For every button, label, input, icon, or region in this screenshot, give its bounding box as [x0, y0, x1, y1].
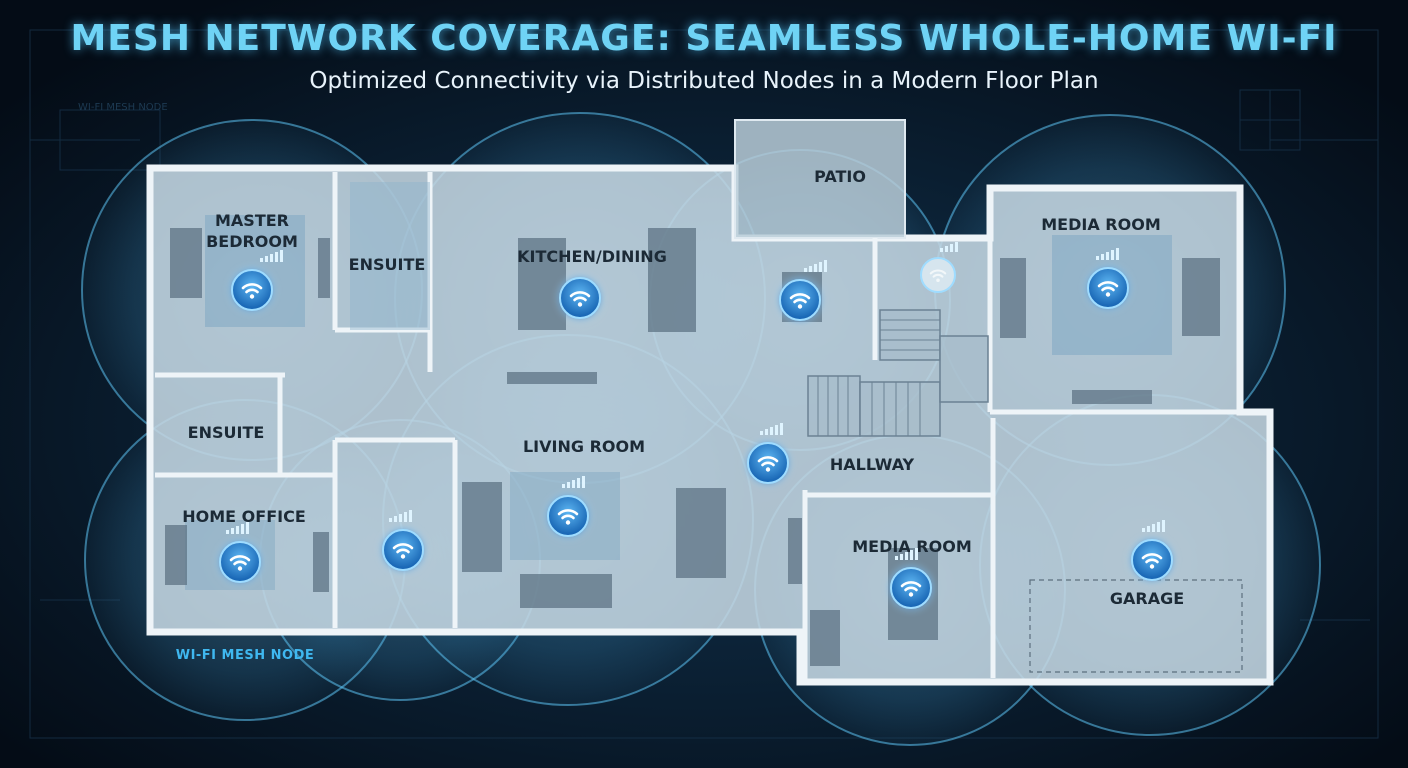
mesh-node	[559, 277, 601, 319]
blueprint-grid	[29, 29, 1379, 739]
patio-slab	[734, 119, 906, 239]
signal-bars-icon	[260, 250, 283, 262]
room-label-patio: PATIO	[814, 167, 866, 186]
legend-node-label: WI-FI MESH NODE	[176, 648, 315, 663]
room-label-garage: GARAGE	[1110, 589, 1184, 608]
signal-bars-icon	[895, 548, 918, 560]
room-label-home-office: HOME OFFICE	[182, 507, 306, 526]
mesh-node	[890, 548, 932, 609]
ensuite-floor	[350, 182, 430, 330]
stair-treads	[817, 319, 940, 436]
signal-bars-icon	[940, 242, 958, 252]
signal-bars-icon	[1096, 248, 1119, 260]
mesh-node	[231, 250, 283, 311]
signal-bars-icon	[760, 423, 783, 435]
signal-bars-icon	[1142, 520, 1165, 532]
mesh-node	[382, 510, 424, 571]
signal-bars-icon	[389, 510, 412, 522]
room-label-living-room: LIVING ROOM	[523, 437, 645, 456]
interior-walls	[155, 172, 1240, 680]
room-label-master: MASTER	[215, 211, 289, 230]
mesh-node	[1131, 520, 1173, 581]
signal-bars-icon	[226, 522, 249, 534]
room-label-media-room-top: MEDIA ROOM	[1041, 215, 1160, 234]
room-label-ensuite-top: ENSUITE	[349, 255, 426, 274]
mesh-node	[1087, 248, 1129, 309]
page-subtitle: Optimized Connectivity via Distributed N…	[309, 68, 1099, 94]
room-label-hallway: HALLWAY	[830, 455, 915, 474]
mesh-node	[219, 522, 261, 583]
floor-plan	[146, 119, 1274, 686]
mesh-node	[920, 242, 958, 293]
mesh-node	[779, 260, 827, 321]
signal-bars-icon	[804, 260, 827, 272]
parking-outline	[1029, 579, 1243, 673]
mesh-node	[547, 476, 589, 537]
mesh-nodes	[219, 242, 1173, 609]
room-label-kitchen-dining: KITCHEN/DINING	[517, 247, 667, 266]
room-label-ensuite-left: ENSUITE	[188, 423, 265, 442]
room-label-media-room-bottom: MEDIA ROOM	[852, 537, 971, 556]
furniture	[165, 228, 1220, 666]
ghost-node-label: WI-FI MESH NODE	[78, 102, 168, 113]
signal-bars-icon	[562, 476, 585, 488]
room-label-bedroom: BEDROOM	[206, 232, 298, 251]
mesh-node	[747, 423, 789, 484]
page-title: MESH NETWORK COVERAGE: SEAMLESS WHOLE-HO…	[70, 18, 1338, 59]
staircase	[807, 309, 989, 437]
